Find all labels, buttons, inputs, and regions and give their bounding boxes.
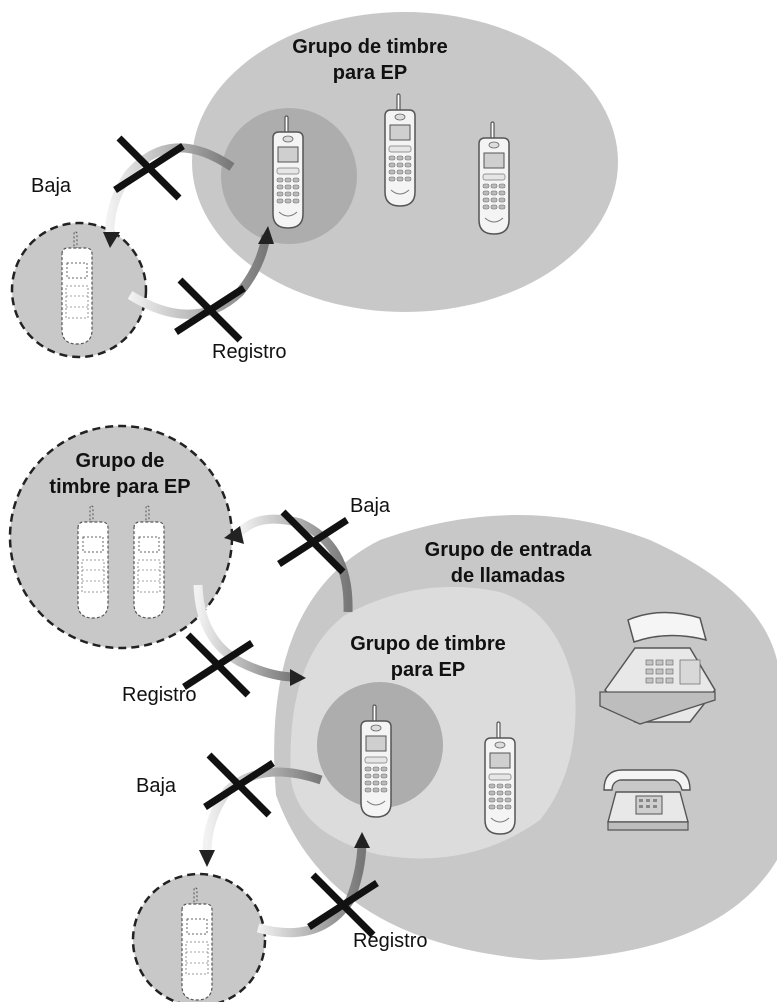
left-group-title-line2: timbre para EP	[49, 476, 190, 498]
lower-leave-label: Baja	[136, 775, 177, 797]
ring-group-title-line2: para EP	[333, 62, 407, 84]
cordless-phone-icon	[360, 704, 392, 818]
cordless-phone-icon	[181, 887, 213, 1001]
upper-leave-label: Baja	[350, 495, 391, 517]
lower-register-label: Registro	[353, 930, 427, 952]
inner-ring-group-title-line1: Grupo de timbre	[350, 633, 506, 655]
incoming-group-title-line2: de llamadas	[451, 565, 566, 587]
cross-mark	[279, 512, 347, 572]
single-line-phone-icon	[603, 769, 691, 831]
left-group-title-line1: Grupo de	[76, 450, 165, 472]
ring-group-title-line1: Grupo de timbre	[292, 36, 448, 58]
leave-label: Baja	[31, 175, 72, 197]
cordless-phone-icon	[77, 505, 109, 619]
inner-ring-group-title-line2: para EP	[391, 659, 465, 681]
desk-phone-icon	[599, 611, 716, 725]
register-arrow	[193, 584, 293, 682]
cordless-phone-icon	[133, 505, 165, 619]
bottom-diagram: Grupo de entrada de llamadas Grupo de ti…	[8, 424, 777, 1002]
cordless-phone-icon	[478, 121, 510, 235]
top-diagram: Grupo de timbre para EP Baja Registro	[10, 12, 618, 363]
cordless-phone-icon	[61, 231, 93, 345]
leave-arrow	[105, 143, 235, 239]
cordless-phone-icon	[272, 115, 304, 229]
register-label: Registro	[212, 341, 286, 363]
cordless-phone-icon	[484, 721, 516, 835]
cordless-phone-icon	[384, 93, 416, 207]
leave-arrow	[236, 514, 353, 613]
incoming-group-title-line1: Grupo de entrada	[425, 539, 593, 561]
upper-register-label: Registro	[122, 684, 196, 706]
